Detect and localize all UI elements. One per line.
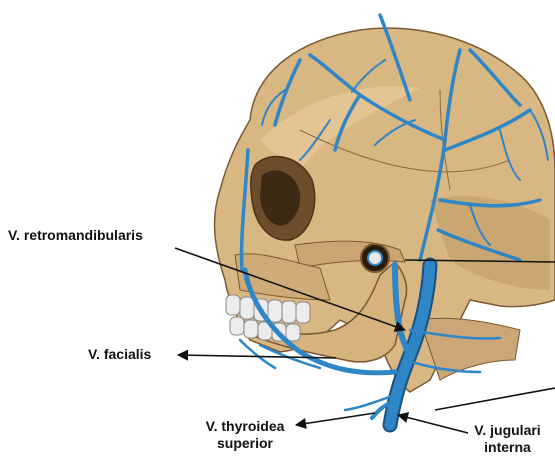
label-thyroidea-line2: superior bbox=[196, 435, 294, 452]
label-thyroidea: V. thyroidea superior bbox=[196, 418, 294, 452]
label-jugularis: V. jugulari interna bbox=[460, 422, 555, 456]
lower-right-pointer bbox=[435, 388, 555, 410]
label-jugularis-line2: interna bbox=[460, 439, 555, 456]
jugularis-pointer bbox=[398, 415, 468, 433]
label-thyroidea-line1: V. thyroidea bbox=[196, 418, 294, 435]
label-facialis: V. facialis bbox=[88, 346, 151, 363]
skull-illustration bbox=[215, 28, 555, 392]
label-retromandibularis: V. retromandibularis bbox=[8, 227, 143, 244]
thyroidea-pointer bbox=[296, 413, 375, 425]
label-jugularis-line1: V. jugulari bbox=[460, 422, 555, 439]
